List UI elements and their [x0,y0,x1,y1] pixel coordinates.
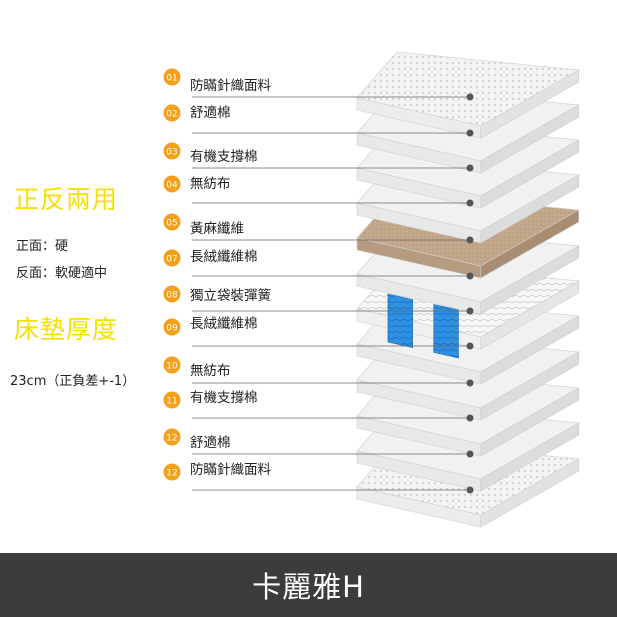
anchor-dot-3 [466,164,474,172]
layer-1-label: 防瞞針織面料 [190,78,271,94]
layer-6-number: 07 [166,255,177,265]
layer-7-number: 08 [166,291,178,301]
thickness-value: 23cm（正負差+-1） [10,374,136,389]
layer-6-side [480,245,580,315]
layer-5-number: 05 [166,219,177,229]
layer-12-badge [163,463,181,481]
layer-10-side [480,387,580,457]
layer-5-label: 黃麻纖維 [190,221,244,237]
layer-1-side [480,69,580,139]
layer-4-badge [163,175,181,193]
layer-7-side [480,280,580,350]
anchor-dot-6 [466,272,474,280]
anchor-dot-8 [466,342,474,350]
thickness-heading: 床墊厚度 [14,315,119,344]
layer-9-side [480,351,580,421]
layer-7-label: 獨立袋裝彈簧 [190,288,271,304]
product-banner: 卡麗雅H [0,553,617,617]
firm-side-text: 正面：硬 [16,239,69,254]
layer-2-badge [163,104,181,122]
anchor-dot-2 [466,129,474,137]
layer-6-badge [163,249,181,267]
anchor-dot-9 [466,379,474,387]
layer-7-badge [163,285,181,303]
layer-8-number: 09 [166,324,178,334]
layer-11-number: 12 [166,434,177,444]
layer-3-number: 03 [166,148,177,158]
layer-10-badge [163,391,181,409]
anchor-dot-10 [466,414,474,422]
layer-1-slab [356,51,581,139]
layer-12-label: 防瞞針織面料 [190,462,271,478]
spring-block-1 [387,293,413,348]
layer-3-label: 有機支撐棉 [190,149,258,165]
anchor-dot-5 [466,236,474,244]
reversible-heading: 正反兩用 [14,185,119,214]
layer-2-side [480,104,580,174]
layer-1-badge [163,68,181,86]
layer-8-side [480,315,580,385]
layer-2-number: 02 [166,110,177,120]
layer-4-side [480,174,580,244]
product-name: 卡麗雅H [252,570,365,604]
layer-9-label: 無紡布 [190,363,231,379]
anchor-dot-1 [466,93,474,101]
anchor-dot-11 [466,450,474,458]
layer-11-label: 舒適棉 [190,434,231,451]
anchor-dot-12 [466,486,474,494]
layer-8-label: 長絨纖維棉 [190,316,258,332]
layer-6-label: 長絨纖維棉 [190,249,258,265]
layer-4-label: 無紡布 [190,176,231,192]
spring-block-2 [433,303,459,359]
layer-5-side [480,209,580,279]
layer-4-number: 04 [166,181,178,191]
anchor-dot-7 [466,307,474,315]
layer-10-number: 11 [166,397,177,407]
layer-9-badge [163,356,181,374]
layer-11-badge [163,428,181,446]
layer-11-side [480,422,580,492]
layer-1-number: 01 [166,74,177,84]
layer-5-badge [163,213,181,231]
layer-12-side [480,458,580,528]
layer-12-number: 12 [166,469,177,479]
layer-3-badge [163,142,181,160]
soft-side-text: 反面：軟硬適中 [16,266,108,281]
anchor-dot-4 [466,199,474,207]
layer-8-badge [163,318,181,336]
layer-10-label: 有機支撐棉 [190,390,258,406]
layer-9-number: 10 [166,362,178,372]
layer-3-side [480,139,580,209]
layer-2-label: 舒適棉 [190,104,231,121]
